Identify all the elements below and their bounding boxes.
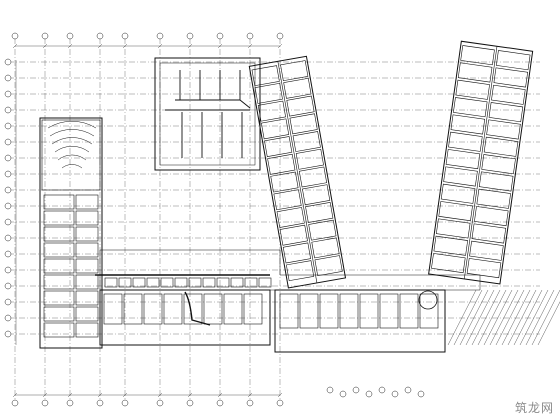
axis-bubble (156, 399, 164, 407)
axis-bubble (4, 330, 12, 338)
axis-bubble (365, 390, 373, 398)
axis-bubble (276, 32, 284, 40)
axis-bubble (246, 32, 254, 40)
axis-bubble (121, 399, 129, 407)
courtyard-block (154, 57, 261, 171)
axis-bubble (66, 32, 74, 40)
axis-bubble (378, 386, 386, 394)
axis-bubble (4, 186, 12, 194)
axis-bubble (96, 399, 104, 407)
axis-bubble (121, 32, 129, 40)
axis-bubble (186, 32, 194, 40)
axis-bubble (4, 234, 12, 242)
axis-bubble (4, 58, 12, 66)
hatched-area (447, 289, 560, 346)
stair-circle (418, 290, 438, 310)
axis-bubble (326, 386, 334, 394)
axis-bubble (4, 282, 12, 290)
axis-bubble (4, 250, 12, 258)
axis-bubble (66, 399, 74, 407)
axis-bubble (4, 266, 12, 274)
axis-bubble (246, 399, 254, 407)
axis-bubble (417, 390, 425, 398)
axis-bubble (41, 32, 49, 40)
axis-bubble (4, 218, 12, 226)
bottom-corridor (95, 249, 481, 353)
axis-bubble (96, 32, 104, 40)
axis-bubble (4, 298, 12, 306)
axis-bubble (391, 390, 399, 398)
axis-bubble (4, 138, 12, 146)
axis-grid (8, 38, 540, 400)
dimension-lines (12, 43, 283, 398)
axis-bubble (216, 399, 224, 407)
axis-bubble (276, 399, 284, 407)
axis-bubble (4, 90, 12, 98)
middle-wing (248, 55, 347, 289)
axis-bubble (216, 32, 224, 40)
axis-bubble (186, 399, 194, 407)
axis-bubble (4, 170, 12, 178)
axis-bubble (339, 390, 347, 398)
axis-bubble (11, 399, 19, 407)
axis-bubble (41, 399, 49, 407)
axis-bubble (11, 32, 19, 40)
watermark: 筑龙网 (514, 401, 554, 415)
axis-bubble (404, 386, 412, 394)
axis-bubble (4, 154, 12, 162)
axis-bubble (4, 202, 12, 210)
axis-bubble (156, 32, 164, 40)
axis-bubble (4, 74, 12, 82)
axis-bubble (352, 386, 360, 394)
axis-bubble (4, 106, 12, 114)
axis-bubbles (4, 32, 425, 407)
left-wing (39, 117, 103, 349)
axis-bubble (4, 314, 12, 322)
axis-bubble (4, 122, 12, 130)
right-wing (428, 40, 534, 285)
